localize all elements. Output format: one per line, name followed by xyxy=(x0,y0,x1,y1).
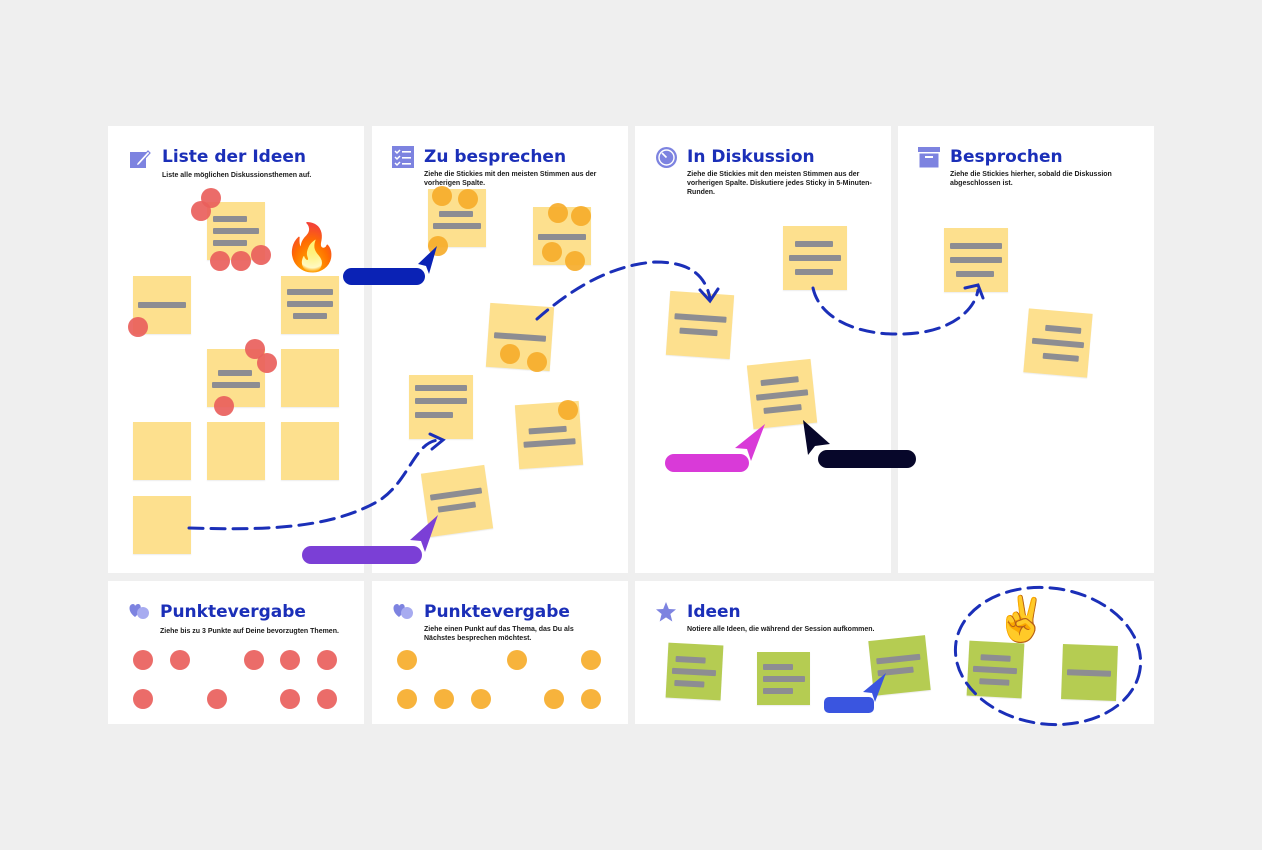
archive-box-icon xyxy=(918,147,940,168)
column-description: Ziehe die Stickies mit den meisten Stimm… xyxy=(687,171,872,196)
column-title: Zu besprechen xyxy=(424,147,567,167)
vote-dot[interactable] xyxy=(257,353,277,373)
vote-dot[interactable] xyxy=(317,689,337,709)
fire-emoji: 🔥 xyxy=(283,221,341,273)
vote-dot[interactable] xyxy=(317,650,337,670)
panel-title: Punktevergabe xyxy=(160,602,306,622)
vote-dot[interactable] xyxy=(565,251,585,271)
hearts-icon xyxy=(129,604,149,619)
vote-dot[interactable] xyxy=(397,650,417,670)
sticky-note[interactable] xyxy=(207,422,265,480)
collaborator-cursor-label xyxy=(824,697,874,713)
arrowhead xyxy=(963,283,985,300)
sticky-note[interactable] xyxy=(281,276,339,334)
sticky-note[interactable] xyxy=(281,422,339,480)
vote-dot[interactable] xyxy=(280,650,300,670)
vote-dot[interactable] xyxy=(500,344,520,364)
victory-hand-emoji: ✌️ xyxy=(994,595,1049,644)
column-description: Liste alle möglichen Diskussionsthemen a… xyxy=(162,172,312,179)
collaborator-cursor-label xyxy=(343,268,425,285)
panel-description: Notiere alle Ideen, die während der Sess… xyxy=(687,626,875,633)
vote-dot[interactable] xyxy=(214,396,234,416)
vote-dot[interactable] xyxy=(542,242,562,262)
collaborator-cursor-label xyxy=(302,546,422,564)
sticky-note[interactable] xyxy=(133,496,191,554)
vote-dot[interactable] xyxy=(280,689,300,709)
vote-dot[interactable] xyxy=(458,189,478,209)
vote-dot[interactable] xyxy=(128,317,148,337)
dashed-arrow xyxy=(535,260,712,321)
vote-dot[interactable] xyxy=(571,206,591,226)
arrowhead xyxy=(428,432,446,451)
vote-dot[interactable] xyxy=(201,188,221,208)
vote-dot[interactable] xyxy=(397,689,417,709)
cursor-arrow xyxy=(863,673,886,702)
sticky-note[interactable] xyxy=(281,349,339,407)
vote-dot[interactable] xyxy=(527,352,547,372)
vote-dot[interactable] xyxy=(558,400,578,420)
column-title: Liste der Ideen xyxy=(162,147,307,167)
cursor-arrow xyxy=(735,424,765,461)
vote-dot[interactable] xyxy=(133,650,153,670)
collaborator-cursor-label xyxy=(818,450,916,468)
cursor-arrow xyxy=(410,515,438,552)
panel-description: Ziehe bis zu 3 Punkte auf Deine bevorzug… xyxy=(160,628,339,635)
sticky-note[interactable] xyxy=(133,422,191,480)
cursor-arrow xyxy=(803,420,830,455)
column-description: Ziehe die Stickies mit den meisten Stimm… xyxy=(424,171,597,187)
vote-dot[interactable] xyxy=(544,689,564,709)
vote-dot[interactable] xyxy=(170,650,190,670)
pencil-edit-icon xyxy=(130,150,151,168)
dashed-arrow xyxy=(187,438,442,531)
sticky-note[interactable] xyxy=(783,226,847,290)
column-description: Ziehe die Stickies hierher, sobald die D… xyxy=(950,171,1112,187)
panel-description: Ziehe einen Punkt auf das Thema, das Du … xyxy=(424,626,574,642)
vote-dot[interactable] xyxy=(507,650,527,670)
panel-title: Punktevergabe xyxy=(424,602,570,622)
vote-dot[interactable] xyxy=(207,689,227,709)
column-title: Besprochen xyxy=(950,147,1063,167)
sticky-note[interactable] xyxy=(409,375,473,439)
vote-dot[interactable] xyxy=(231,251,251,271)
panel-title: Ideen xyxy=(687,602,741,622)
timer-icon xyxy=(656,147,677,168)
sticky-note-green[interactable] xyxy=(757,652,810,705)
vote-dot[interactable] xyxy=(548,203,568,223)
vote-dot[interactable] xyxy=(251,245,271,265)
vote-dot[interactable] xyxy=(210,251,230,271)
checklist-icon xyxy=(392,146,414,168)
vote-dot[interactable] xyxy=(581,689,601,709)
column-title: In Diskussion xyxy=(687,147,815,167)
star-icon xyxy=(656,602,676,622)
dashed-arrow xyxy=(811,286,980,336)
vote-dot[interactable] xyxy=(432,186,452,206)
hearts-icon xyxy=(393,604,413,619)
vote-dot[interactable] xyxy=(133,689,153,709)
vote-dot[interactable] xyxy=(434,689,454,709)
vote-dot[interactable] xyxy=(581,650,601,670)
sticky-note[interactable] xyxy=(944,228,1008,292)
vote-dot[interactable] xyxy=(471,689,491,709)
collaborator-cursor-label xyxy=(665,454,749,472)
vote-dot[interactable] xyxy=(244,650,264,670)
cursor-arrow xyxy=(418,246,437,274)
dashed-lasso xyxy=(953,585,1143,727)
arrowhead xyxy=(698,287,720,304)
